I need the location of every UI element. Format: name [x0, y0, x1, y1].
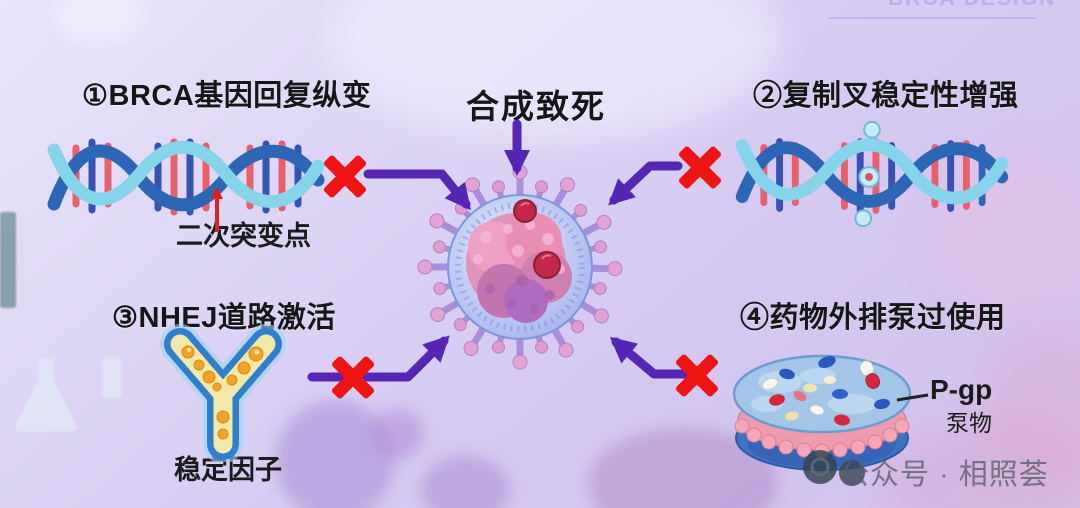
blocked-x-icon	[673, 140, 727, 194]
factor1-annotation: 二次突变点	[176, 221, 311, 251]
background-lab-bottle	[0, 212, 16, 308]
factor4-annotation-sub: 泵物	[946, 410, 992, 436]
fork-stabilizer-bubbles	[854, 120, 881, 228]
center-title: 合成致死	[466, 88, 606, 125]
watermark-text: 公众号 · 相照荟	[840, 459, 1049, 491]
factor4-title: ④药物外排泵过使用	[740, 302, 1006, 334]
dna-helix-illustration	[47, 138, 325, 216]
cancer-cell-illustration	[405, 150, 635, 385]
arrow-topleft-to-cell	[363, 169, 471, 211]
arrow-bottomright-to-cell	[609, 336, 703, 379]
factor4-annotation: P-gp	[930, 374, 993, 405]
factor2-title: ②复制叉稳定性增强	[753, 80, 1019, 112]
watermark-logo-icon	[803, 450, 865, 486]
factor1-title: ①BRCA基因回复纵变	[82, 80, 372, 112]
capsule-pill	[859, 360, 881, 389]
blocked-x-icon	[670, 348, 724, 402]
drug-pills	[762, 355, 890, 426]
dna-helix-illustration	[735, 120, 1009, 228]
cell-nucleus	[466, 199, 572, 323]
background-lab-vial	[102, 356, 122, 398]
brand-watermark: BRCA DESIGN	[888, 0, 1056, 11]
nhej-y-structure-illustration	[160, 324, 286, 462]
pgp-pointer-line	[896, 393, 929, 402]
arrow-topright-to-cell	[608, 161, 683, 206]
blocked-x-icon	[318, 149, 372, 203]
blocked-x-icon	[326, 350, 380, 404]
brand-underline	[828, 17, 1036, 19]
factor3-title: ③NHEJ道路激活	[112, 302, 336, 334]
pgp-pump-illustration	[732, 354, 912, 471]
